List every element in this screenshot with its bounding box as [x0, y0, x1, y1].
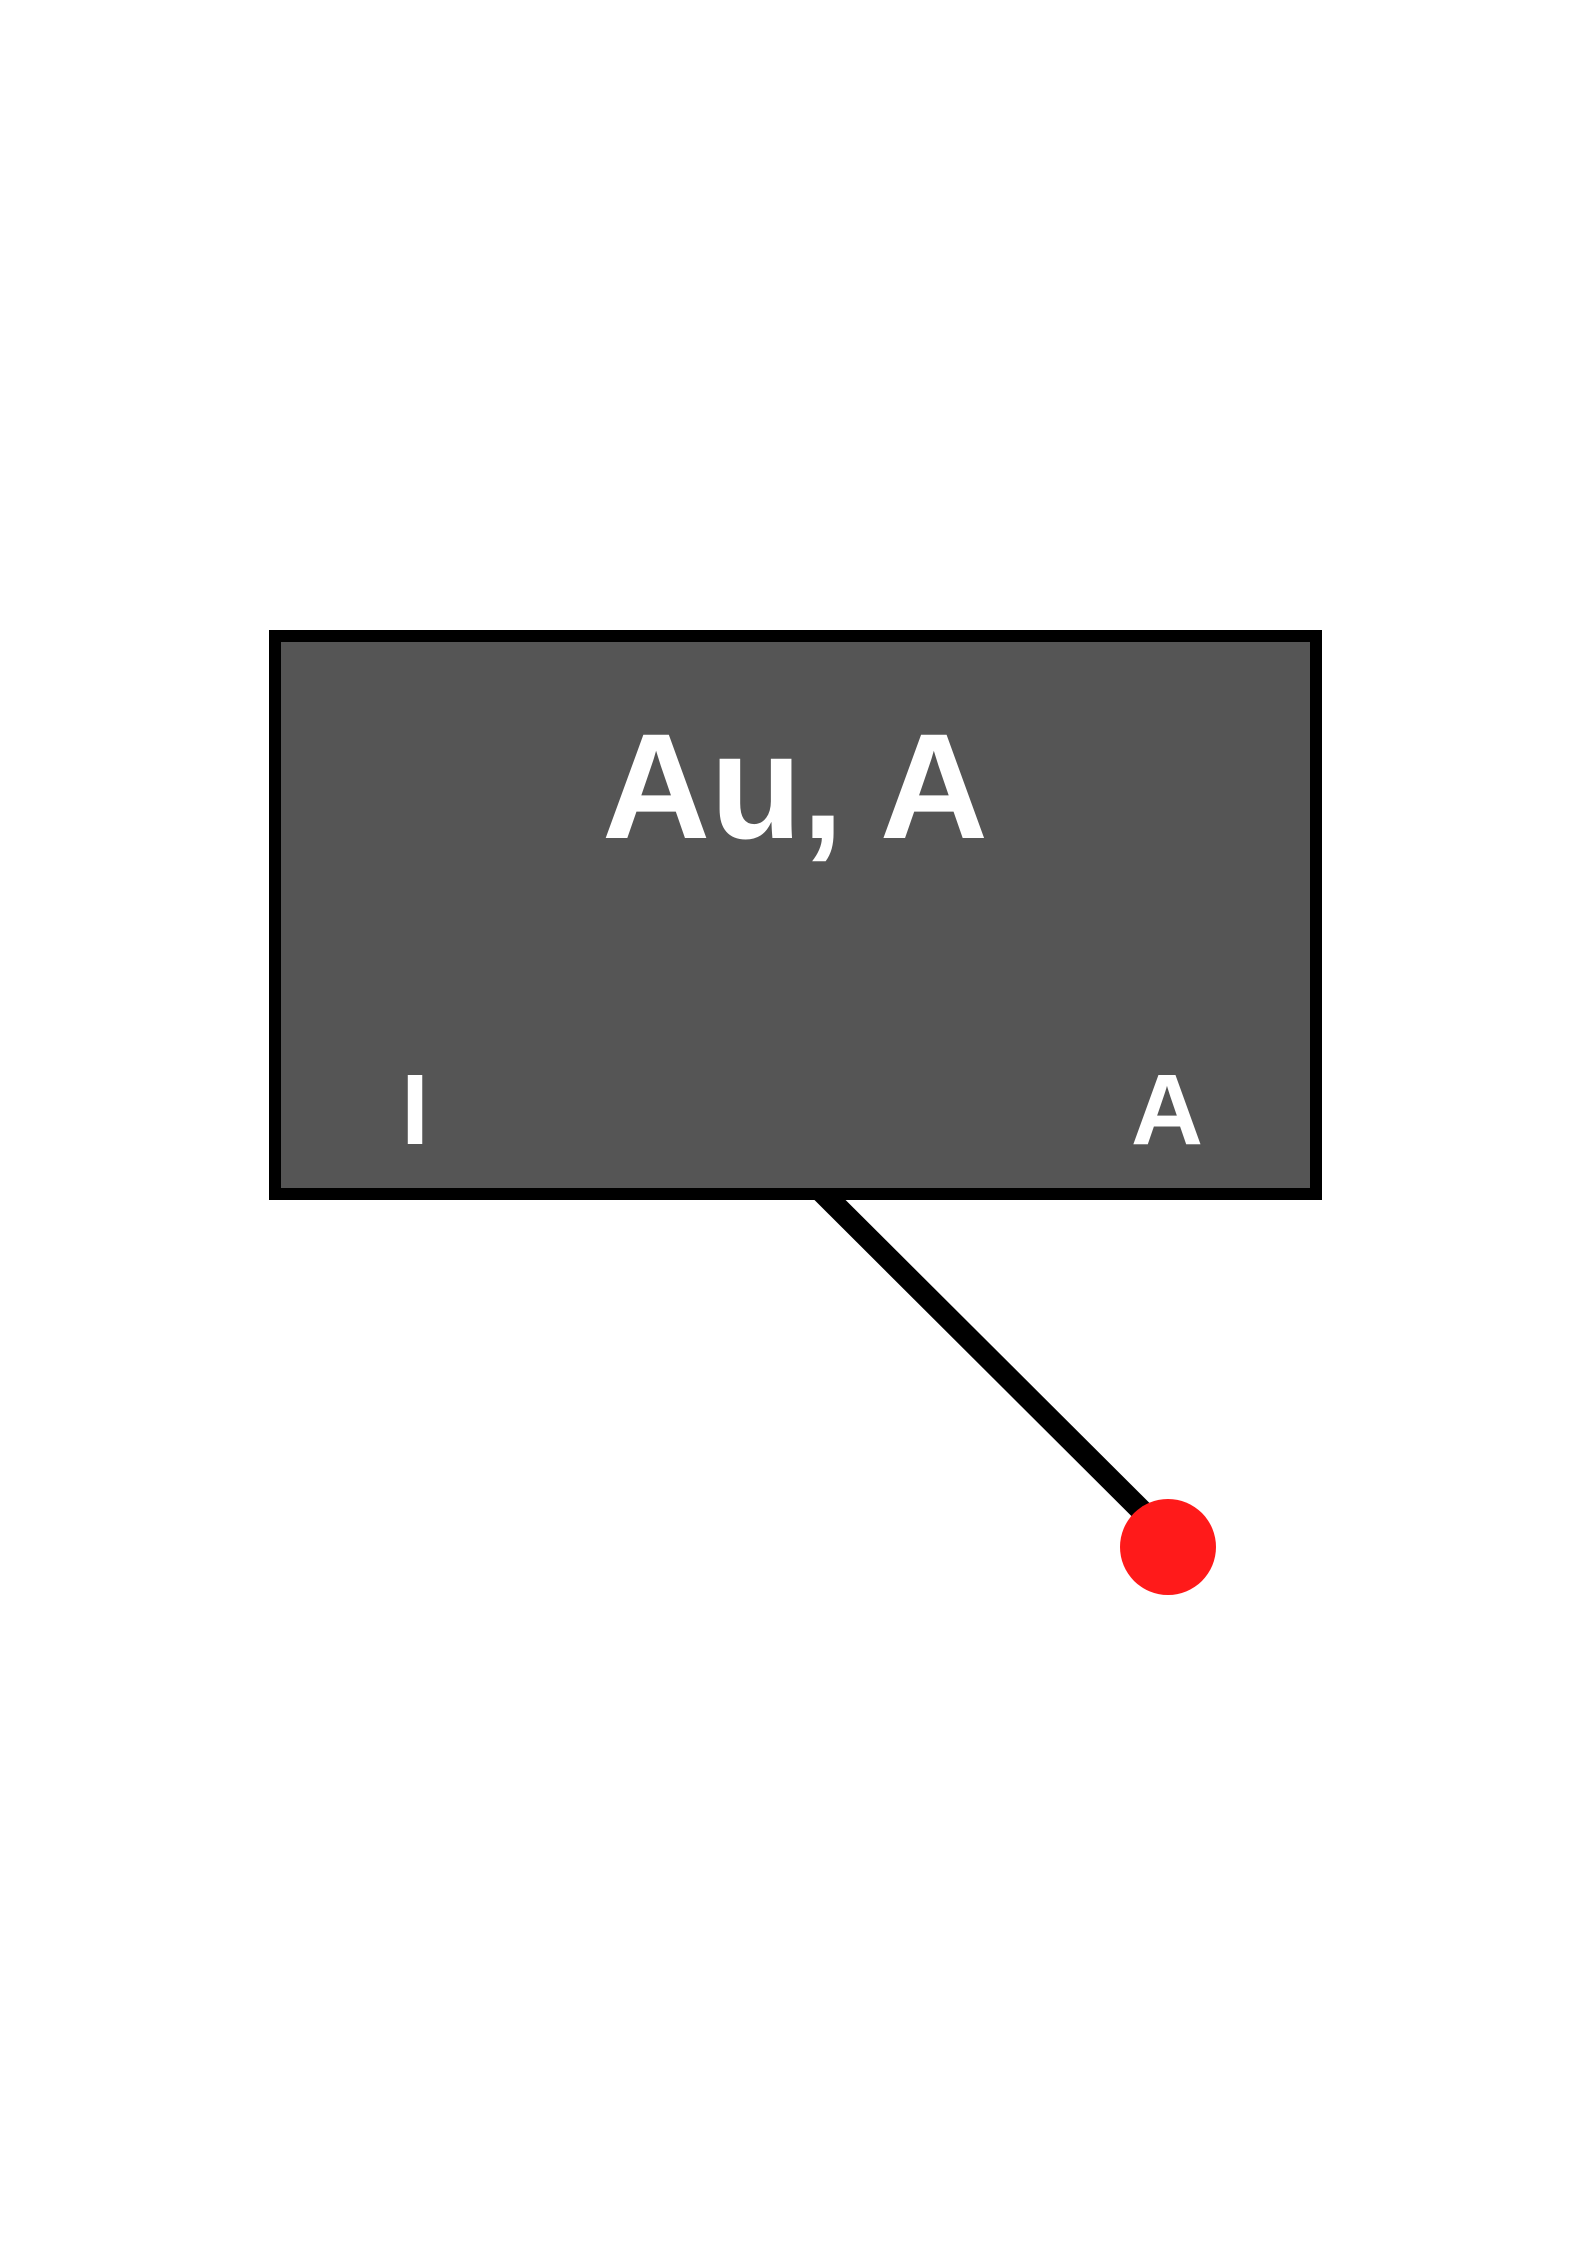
connector-endpoint[interactable]	[1120, 1499, 1216, 1595]
block-title: Au, A	[602, 702, 988, 870]
block-box[interactable]	[269, 630, 1322, 1200]
connector-line	[814, 1184, 1175, 1544]
block-left-label: I	[401, 1054, 429, 1166]
block-right-label: A	[1131, 1054, 1203, 1166]
